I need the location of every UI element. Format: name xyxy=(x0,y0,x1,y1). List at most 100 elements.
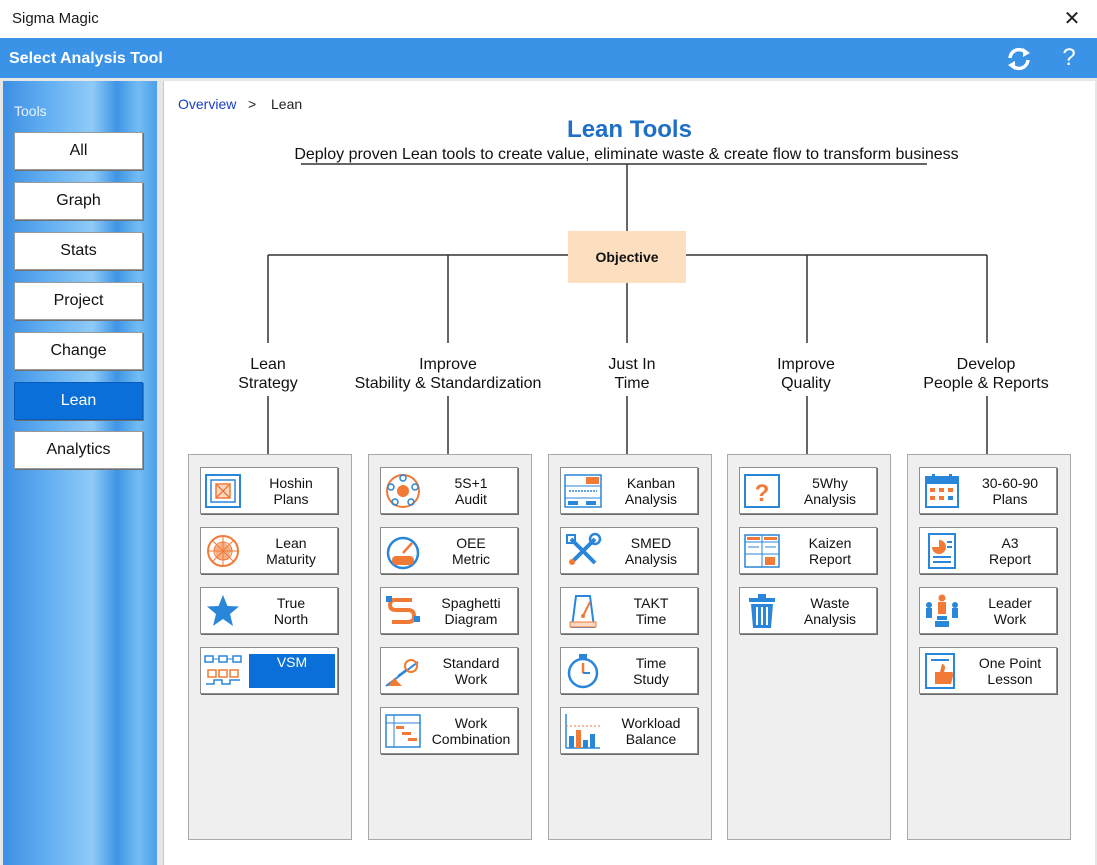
breadcrumb-overview-link[interactable]: Overview xyxy=(178,96,237,112)
sidebar-button-stats[interactable]: Stats xyxy=(14,232,143,270)
category-heading-develop-people: Develop People & Reports xyxy=(911,355,1061,393)
category-line-2: Strategy xyxy=(238,375,298,392)
category-line-2: Quality xyxy=(781,375,831,392)
five-s-icon xyxy=(386,474,420,508)
tool-button-vsm[interactable]: VSM xyxy=(200,647,338,694)
takt-time-icon xyxy=(569,595,597,628)
star-icon xyxy=(207,595,239,626)
category-line-1: Lean xyxy=(250,356,286,373)
tools-label: Tools xyxy=(14,103,47,119)
kaizen-report-icon xyxy=(744,534,780,568)
trash-can-icon xyxy=(749,594,775,628)
one-point-lesson-icon xyxy=(925,653,955,689)
work-combination-icon xyxy=(385,714,421,748)
question-icon: ? xyxy=(744,474,780,508)
category-line-2: Stability & Standardization xyxy=(354,375,542,392)
radar-icon xyxy=(207,535,239,567)
tools-sidebar: Tools All Graph Stats Project Change Lea… xyxy=(3,81,157,865)
hoshin-plans-icon xyxy=(205,474,241,508)
close-icon[interactable]: ✕ xyxy=(1063,8,1081,30)
category-heading-lean-strategy: Lean Strategy xyxy=(218,355,318,393)
svg-text:?: ? xyxy=(755,480,770,507)
tool-label: VSM xyxy=(249,654,335,688)
dialog-header: Select Analysis Tool ? xyxy=(0,38,1097,78)
window-titlebar: Sigma Magic ✕ xyxy=(0,0,1097,38)
hierarchy-connectors xyxy=(267,163,988,454)
category-heading-just-in-time: Just In Time xyxy=(582,355,682,393)
a3-report-icon xyxy=(928,533,956,569)
lean-tools-content: Overview > Lean Lean Tools Deploy proven… xyxy=(163,81,1095,865)
value-stream-map-icon xyxy=(204,655,242,685)
objective-box: Objective xyxy=(568,231,686,283)
spaghetti-icon xyxy=(386,596,420,624)
category-line-1: Improve xyxy=(419,356,477,373)
sidebar-button-change[interactable]: Change xyxy=(14,332,143,370)
category-line-2: People & Reports xyxy=(923,375,1049,392)
sidebar-button-lean[interactable]: Lean xyxy=(14,382,143,420)
help-icon[interactable]: ? xyxy=(1062,44,1076,71)
sidebar-button-graph[interactable]: Graph xyxy=(14,182,143,220)
category-line-1: Improve xyxy=(777,356,835,373)
window-title: Sigma Magic xyxy=(12,10,99,27)
oee-gauge-icon xyxy=(386,536,420,570)
breadcrumb-current: Lean xyxy=(271,96,303,112)
category-line-1: Develop xyxy=(956,356,1016,373)
sidebar-button-project[interactable]: Project xyxy=(14,282,143,320)
standard-work-icon xyxy=(385,659,419,687)
tools-wrench-icon xyxy=(566,532,602,565)
category-heading-improve-quality: Improve Quality xyxy=(756,355,856,393)
page-subtitle: Deploy proven Lean tools to create value… xyxy=(294,146,959,163)
stopwatch-icon xyxy=(567,654,599,689)
category-line-2: Time xyxy=(614,375,650,392)
leader-icon xyxy=(926,594,958,627)
kanban-card-icon xyxy=(564,474,602,508)
refresh-icon[interactable] xyxy=(1004,44,1034,74)
sidebar-button-all[interactable]: All xyxy=(14,132,143,170)
dialog-title: Select Analysis Tool xyxy=(9,50,163,67)
bar-chart-icon xyxy=(565,714,600,749)
category-heading-stability: Improve Stability & Standardization xyxy=(348,355,548,393)
sidebar-button-analytics[interactable]: Analytics xyxy=(14,431,143,469)
